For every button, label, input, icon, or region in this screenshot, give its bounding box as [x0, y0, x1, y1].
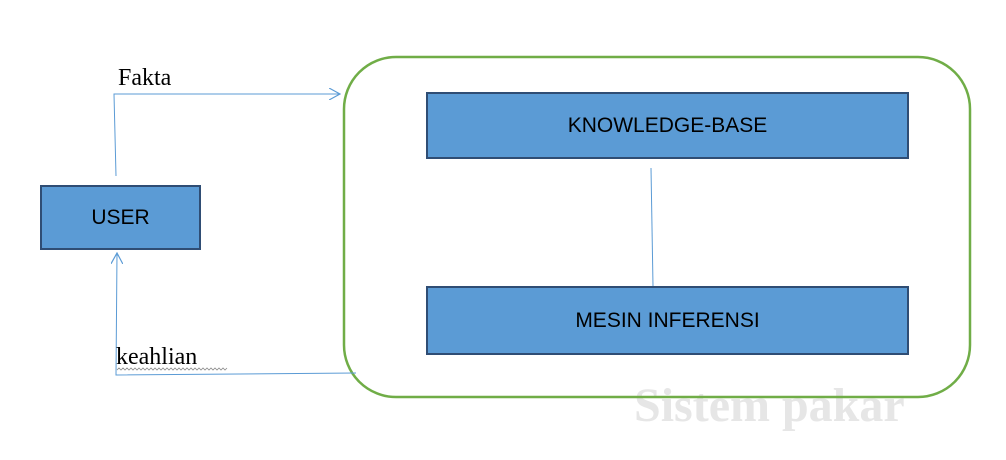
kb-inference-connector	[650, 167, 654, 287]
inference-engine-box-shape	[426, 286, 909, 355]
fakta-label: Fakta	[118, 65, 172, 91]
knowledge-base-box-shape	[426, 92, 909, 159]
fakta-arrow	[113, 94, 340, 177]
spellcheck-underline	[116, 367, 228, 371]
knowledge-base-box: KNOWLEDGE-BASE	[426, 92, 909, 159]
knowledge-base-label: KNOWLEDGE-BASE	[568, 114, 768, 137]
user-box: USER	[40, 185, 201, 250]
inference-engine-box: MESIN INFERENSI	[426, 286, 909, 355]
watermark-text: Sistem pakar	[634, 379, 905, 432]
user-label: USER	[91, 206, 149, 229]
user-box-shape	[40, 185, 201, 250]
keahlian-arrow	[116, 253, 357, 376]
inference-engine-label: MESIN INFERENSI	[575, 309, 759, 332]
keahlian-label: keahlian	[116, 344, 197, 370]
expert-system-container	[342, 55, 972, 399]
